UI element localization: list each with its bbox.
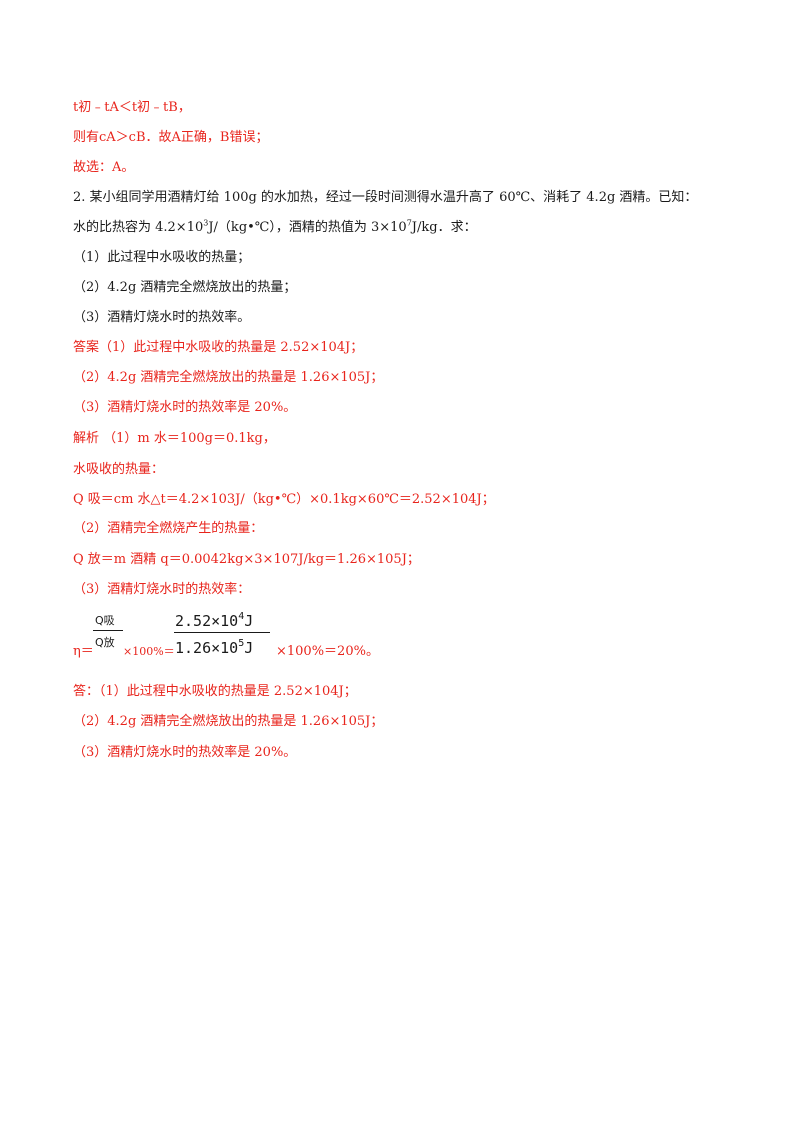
analysis-line-3: Q 吸＝cm 水△t＝4.2×103J/（kg•℃）×0.1kg×60℃＝2.5… [73, 492, 495, 507]
answer-line-3: （3）酒精灯烧水时的热效率是 20%。 [73, 400, 297, 415]
denominator-base: 1.26×10 [175, 639, 239, 657]
denominator-exponent: 5 [238, 638, 245, 649]
numerator-base: 2.52×10 [175, 612, 239, 630]
analysis-line-1: 解析 （1）m 水＝100g＝0.1kg， [73, 431, 276, 446]
given-exponent: 3 [203, 218, 209, 228]
numerator-unit: J [244, 612, 254, 630]
analysis-line-6: （3）酒精灯烧水时的热效率： [73, 582, 251, 597]
given-exponent: 7 [406, 218, 412, 228]
analysis-line-4: （2）酒精完全燃烧产生的热量： [73, 521, 264, 536]
eta-mid: ×100%＝ [123, 645, 175, 658]
denominator-unit: J [244, 639, 254, 657]
fraction-2-numerator: 2.52×104J [175, 611, 253, 630]
numerator-exponent: 4 [238, 611, 245, 622]
given-part: J/kg．求： [411, 220, 477, 235]
fraction-2-denominator: 1.26×105J [175, 638, 253, 657]
fraction-1-bar [93, 630, 123, 631]
given-part: 水的比热容为 4.2×10 [73, 220, 204, 235]
fraction-1-denominator: Q放 [95, 636, 115, 649]
given-part: J/（kg•℃），酒精的热值为 3×10 [208, 220, 407, 235]
analysis-line-5: Q 放＝m 酒精 q＝0.0042kg×3×107J/kg＝1.26×105J； [73, 552, 420, 567]
solution-choice: 故选：A。 [73, 160, 135, 175]
fraction-2-bar [174, 632, 270, 633]
question-2-part-3: （3）酒精灯烧水时的热效率。 [73, 310, 251, 325]
final-answer-2: （2）4.2g 酒精完全燃烧放出的热量是 1.26×105J； [73, 714, 384, 729]
answer-line-1: 答案（1）此过程中水吸收的热量是 2.52×104J； [73, 340, 364, 355]
question-2-stem: 2. 某小组同学用酒精灯给 100g 的水加热，经过一段时间测得水温升高了 60… [73, 190, 698, 205]
solution-line-1: t初﹣tA＜t初﹣tB， [73, 100, 191, 115]
question-2-given: 水的比热容为 4.2×103J/（kg•℃），酒精的热值为 3×107J/kg．… [73, 219, 477, 237]
final-answer-1: 答：（1）此过程中水吸收的热量是 2.52×104J； [73, 684, 357, 699]
fraction-1-numerator: Q吸 [95, 614, 115, 627]
question-2-part-2: （2）4.2g 酒精完全燃烧放出的热量； [73, 280, 297, 295]
analysis-line-2: 水吸收的热量： [73, 462, 165, 477]
question-2-part-1: （1）此过程中水吸收的热量； [73, 250, 251, 265]
eta-prefix: η＝ [73, 644, 94, 659]
answer-line-2: （2）4.2g 酒精完全燃烧放出的热量是 1.26×105J； [73, 370, 384, 385]
eta-suffix: ×100%＝20%。 [276, 644, 379, 659]
final-answer-3: （3）酒精灯烧水时的热效率是 20%。 [73, 745, 297, 760]
solution-line-2: 则有cA＞cB．故A正确，B错误； [73, 130, 269, 145]
